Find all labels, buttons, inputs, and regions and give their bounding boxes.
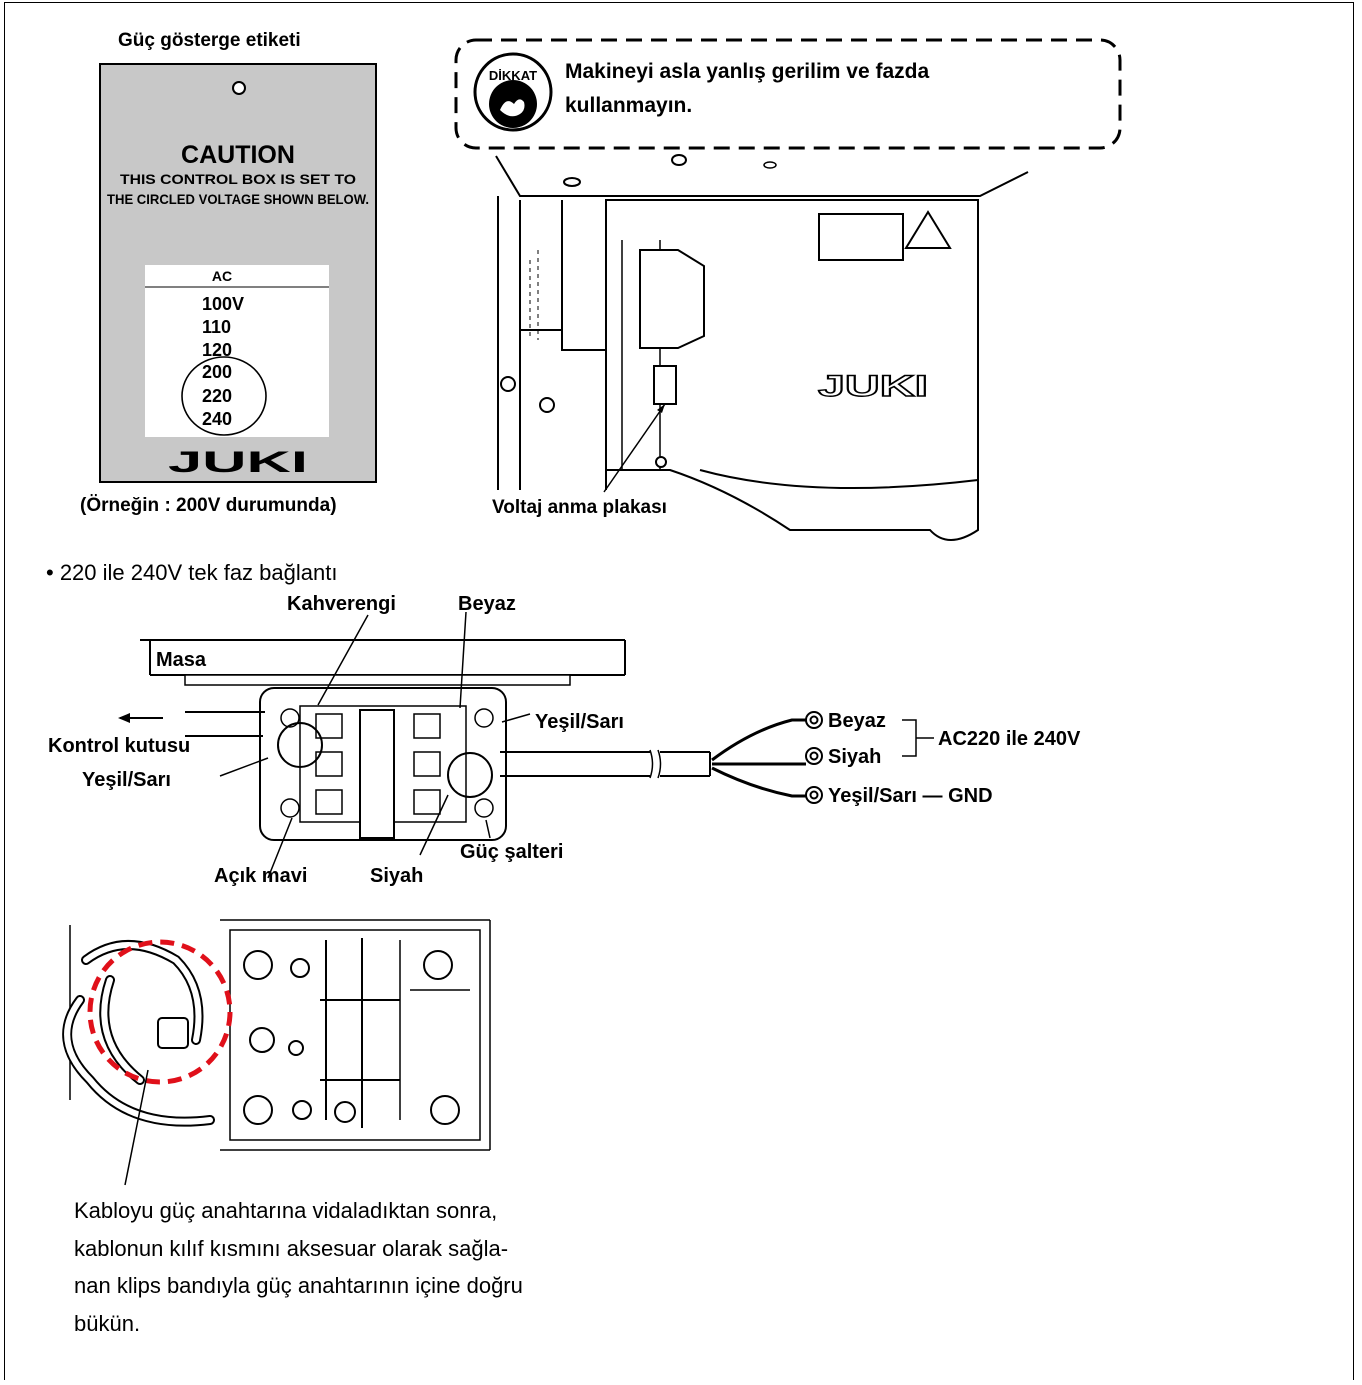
instruction-line: kablonun kılıf kısmını aksesuar olarak s… xyxy=(74,1235,509,1261)
voltage-item: 100V xyxy=(202,294,244,314)
voltage-plate-label: Voltaj anma plakası xyxy=(492,497,667,518)
voltage-item: 120 xyxy=(202,340,232,360)
ac-range-label: AC220 ile 240V xyxy=(938,728,1081,750)
instruction-line: nan klips bandıyla güç anahtarının içine… xyxy=(74,1273,523,1298)
green-yellow-right-label: Yeşil/Sarı xyxy=(535,711,624,733)
page-frame xyxy=(4,2,1354,1380)
warning-line1: Makineyi asla yanlış gerilim ve fazda xyxy=(565,60,929,83)
caution-line1: THIS CONTROL BOX IS SET TO xyxy=(120,171,356,187)
voltage-item: 220 xyxy=(202,386,232,406)
lead-black-label: Siyah xyxy=(828,746,881,768)
table-label: Masa xyxy=(156,649,207,671)
instruction-text: Kabloyu güç anahtarına vidaladıktan sonr… xyxy=(74,1192,523,1342)
section-heading: • 220 ile 240V tek faz bağlantı xyxy=(46,560,338,585)
label-panel-title: Güç gösterge etiketi xyxy=(118,30,301,51)
green-yellow-left-label: Yeşil/Sarı xyxy=(82,769,171,791)
label-hole xyxy=(232,81,246,95)
highlight-circle xyxy=(87,939,233,1085)
white-wire-label: Beyaz xyxy=(458,593,516,615)
caution-line2: THE CIRCLED VOLTAGE SHOWN BELOW. xyxy=(107,191,369,207)
voltage-item: 110 xyxy=(202,317,231,337)
lead-gnd-label: Yeşil/Sarı — GND xyxy=(828,785,993,807)
instruction-line: Kabloyu güç anahtarına vidaladıktan sonr… xyxy=(74,1198,498,1223)
instruction-leader xyxy=(124,1069,149,1186)
brown-wire-label: Kahverengi xyxy=(287,593,396,615)
caution-heading: CAUTION xyxy=(181,141,295,169)
lead-white-label: Beyaz xyxy=(828,710,886,732)
instruction-line: bükün. xyxy=(74,1310,141,1336)
voltage-item: 200 xyxy=(202,362,232,382)
control-box-label: Kontrol kutusu xyxy=(48,735,190,757)
label-brand-logo: JUKI xyxy=(168,446,308,479)
power-switch-label: Güç şalteri xyxy=(460,841,563,863)
label-panel-caption: (Örneğin : 200V durumunda) xyxy=(80,495,337,516)
plate-leader xyxy=(603,403,666,493)
light-blue-wire-label: Açık mavi xyxy=(214,865,307,887)
caution-badge: DİKKAT xyxy=(489,68,537,83)
selected-voltage-circle xyxy=(181,356,267,436)
black-wire-label: Siyah xyxy=(370,865,423,887)
voltage-item: 240 xyxy=(202,409,232,429)
ac-heading: AC xyxy=(212,268,232,284)
warning-line2: kullanmayın. xyxy=(565,94,692,117)
control-box-brand: JUKI xyxy=(818,370,928,403)
